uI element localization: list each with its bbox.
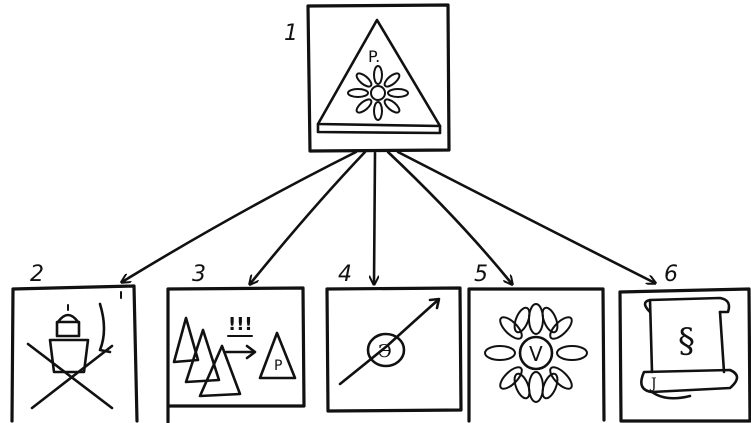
arrow-to-node-4	[374, 153, 375, 284]
node-5-symbol: V	[529, 342, 543, 366]
node-5-number: 5	[474, 262, 488, 287]
node-1: 1 P.	[284, 5, 449, 151]
node-5: 5 V	[469, 262, 604, 421]
node-1-frame	[308, 5, 449, 151]
hazard-triangle-icon: P.	[318, 20, 440, 133]
node-3-number: 3	[192, 262, 206, 287]
node-2-number: 2	[30, 262, 44, 287]
node-6-number: 6	[664, 262, 678, 287]
node-4: 4 Э	[327, 262, 461, 411]
node-3: 3 !!! P	[168, 262, 304, 422]
arrow-to-node-2	[122, 152, 356, 282]
node-6-scroll-symbol: §	[678, 321, 695, 361]
node-4-frame	[327, 288, 461, 411]
node-1-number: 1	[284, 21, 298, 46]
arrow-to-node-5	[388, 152, 512, 284]
node-2-frame	[12, 286, 137, 421]
node-3-marks: !!!	[228, 314, 253, 335]
daisy-flower-icon	[348, 66, 408, 120]
triangles-transform-icon: !!! P	[174, 314, 295, 396]
node-3-triangle-letter: P	[274, 358, 282, 374]
node-4-symbol: Э	[378, 341, 392, 362]
node-2: 2	[12, 262, 137, 421]
node-1-triangle-letter: P.	[368, 47, 380, 66]
arrow-to-node-6	[398, 152, 655, 283]
energy-growth-icon: Э	[340, 299, 439, 384]
node-6: 6 § J	[620, 262, 750, 421]
crossed-out-figure-icon	[28, 292, 121, 408]
node-6-scroll-letter: J	[649, 376, 657, 392]
law-scroll-icon: § J	[641, 298, 737, 398]
daisy-check-icon: V	[485, 304, 587, 402]
node-3-frame	[168, 288, 304, 422]
node-4-number: 4	[338, 262, 352, 287]
